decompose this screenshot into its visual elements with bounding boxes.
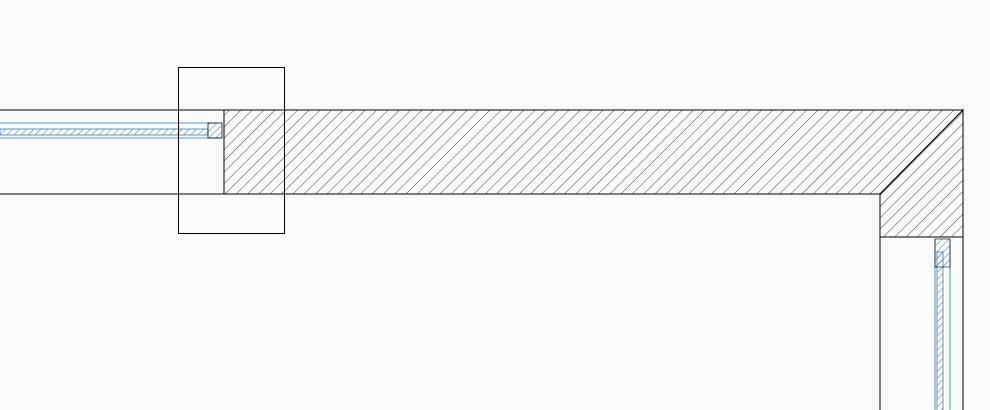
window-left[interactable] (0, 110, 223, 194)
left-wall-segment[interactable] (0, 109, 224, 195)
window-right[interactable] (934, 238, 951, 410)
hatched-wall-horizontal[interactable] (223, 109, 965, 195)
selection-rectangle[interactable] (178, 67, 285, 234)
right-wall-segment[interactable] (879, 237, 964, 410)
